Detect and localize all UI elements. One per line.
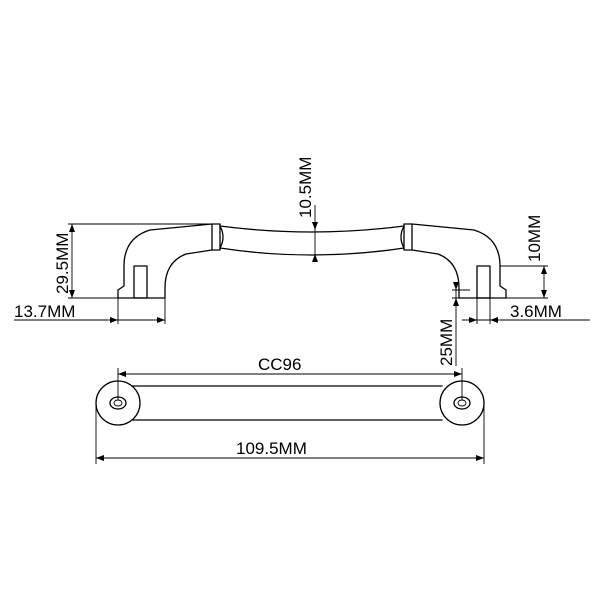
dimension-overall-height-label: 29.5MM	[53, 233, 72, 294]
dimension-thickness: 10.5MM	[296, 157, 318, 262]
dimension-overall-length-label: 109.5MM	[236, 439, 307, 458]
dimension-post-offset-label: 3.6MM	[510, 302, 562, 321]
handle-top-view	[95, 380, 485, 426]
dimension-foot-width-label: 13.7MM	[14, 302, 75, 321]
dimension-post-depth-label: 10MM	[525, 215, 544, 262]
dimension-center-to-center-label: CC96	[258, 355, 301, 374]
dimension-post-offset: 3.6MM	[462, 298, 590, 324]
dimension-center-to-center: CC96	[117, 355, 463, 400]
dimension-base-height: 25MM	[437, 282, 470, 366]
dimension-overall-height: 29.5MM	[53, 223, 210, 299]
handle-side-view	[117, 223, 507, 299]
dimension-thickness-label: 10.5MM	[296, 157, 315, 218]
dimension-post-depth: 10MM	[500, 215, 548, 299]
dimension-base-height-label: 25MM	[437, 319, 456, 366]
dimension-foot-width: 13.7MM	[14, 298, 166, 324]
dimension-overall-length: 109.5MM	[95, 404, 485, 464]
